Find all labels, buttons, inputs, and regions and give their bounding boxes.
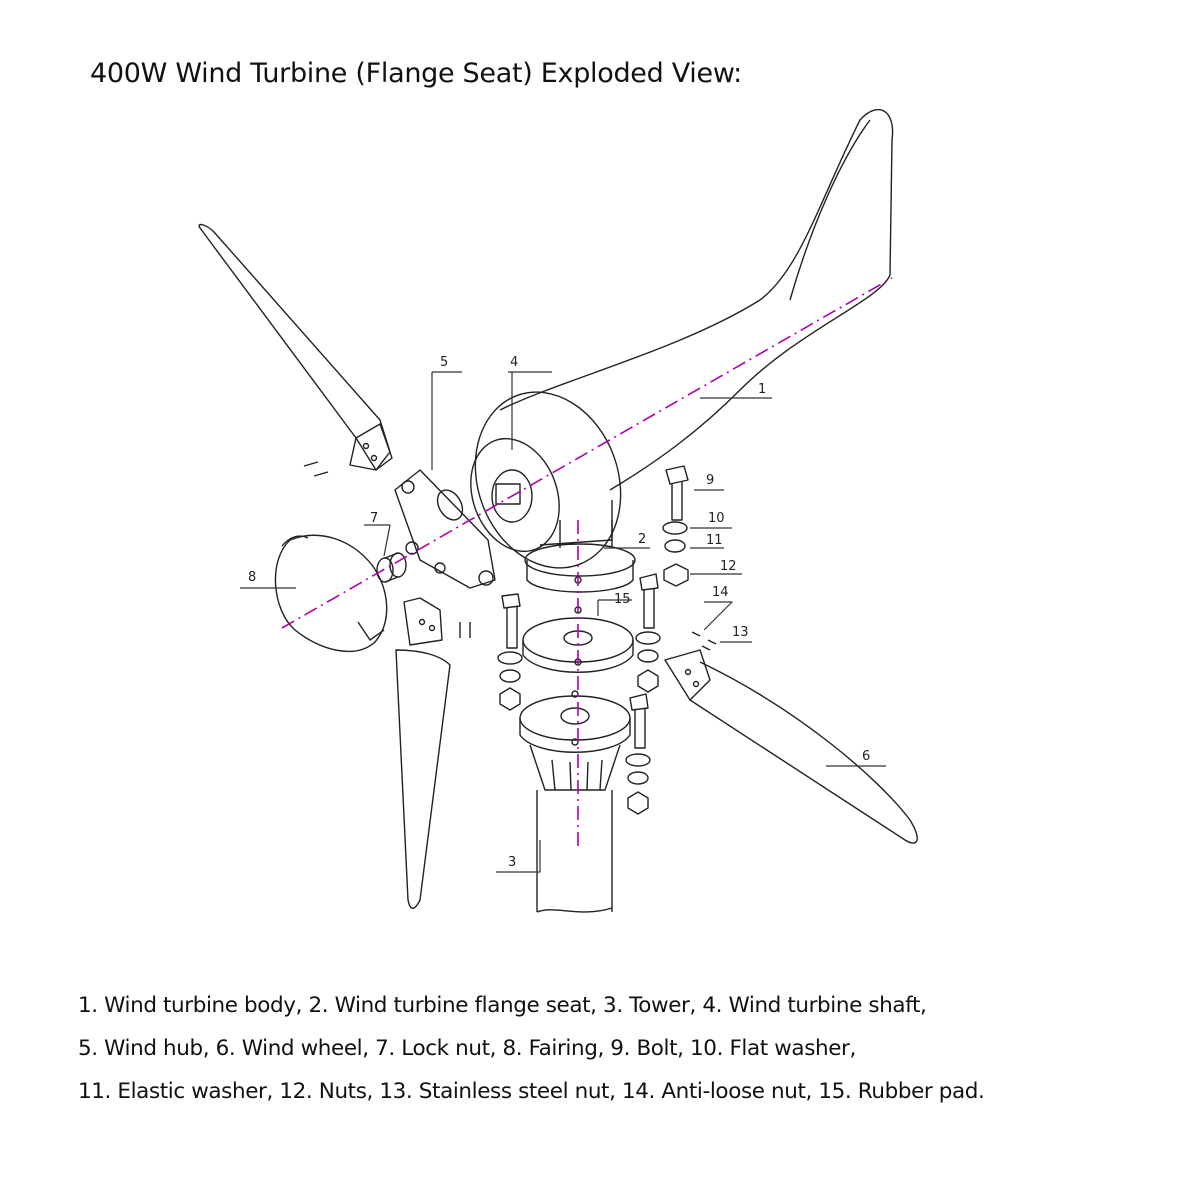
callout-3: 3 bbox=[508, 855, 516, 870]
callout-12: 12 bbox=[720, 559, 737, 574]
fairing bbox=[274, 534, 388, 653]
blade-lower bbox=[395, 597, 471, 909]
parts-legend: 1. Wind turbine body, 2. Wind turbine fl… bbox=[78, 984, 985, 1113]
leader-lines bbox=[240, 371, 886, 873]
callout-14: 14 bbox=[712, 585, 729, 600]
wind-hub bbox=[394, 469, 496, 589]
blade-right bbox=[664, 649, 918, 844]
center-axis bbox=[281, 277, 893, 850]
legend-line-1: 1. Wind turbine body, 2. Wind turbine fl… bbox=[78, 993, 927, 1018]
callout-4: 4 bbox=[510, 355, 518, 370]
diagram-title: 400W Wind Turbine (Flange Seat) Exploded… bbox=[90, 58, 742, 89]
callout-labels: 1 2 3 4 5 6 7 8 9 10 11 12 13 14 15 bbox=[248, 355, 870, 870]
legend-line-2: 5. Wind hub, 6. Wind wheel, 7. Lock nut,… bbox=[78, 1036, 856, 1061]
callout-1: 1 bbox=[758, 382, 766, 397]
legend-line-3: 11. Elastic washer, 12. Nuts, 13. Stainl… bbox=[78, 1079, 985, 1104]
turbine-body bbox=[470, 108, 894, 569]
callout-11: 11 bbox=[706, 533, 723, 548]
callout-7: 7 bbox=[370, 511, 378, 526]
callout-8: 8 bbox=[248, 570, 256, 585]
callout-5: 5 bbox=[440, 355, 448, 370]
fasteners bbox=[497, 465, 717, 815]
blade-upper-left bbox=[198, 223, 393, 477]
callout-10: 10 bbox=[708, 511, 725, 526]
callout-2: 2 bbox=[638, 532, 646, 547]
tower bbox=[519, 690, 631, 913]
callout-9: 9 bbox=[706, 473, 714, 488]
callout-15: 15 bbox=[614, 592, 631, 607]
callout-6: 6 bbox=[862, 749, 870, 764]
lock-nut bbox=[376, 552, 407, 583]
flange-seat bbox=[524, 520, 636, 593]
callout-13: 13 bbox=[732, 625, 749, 640]
